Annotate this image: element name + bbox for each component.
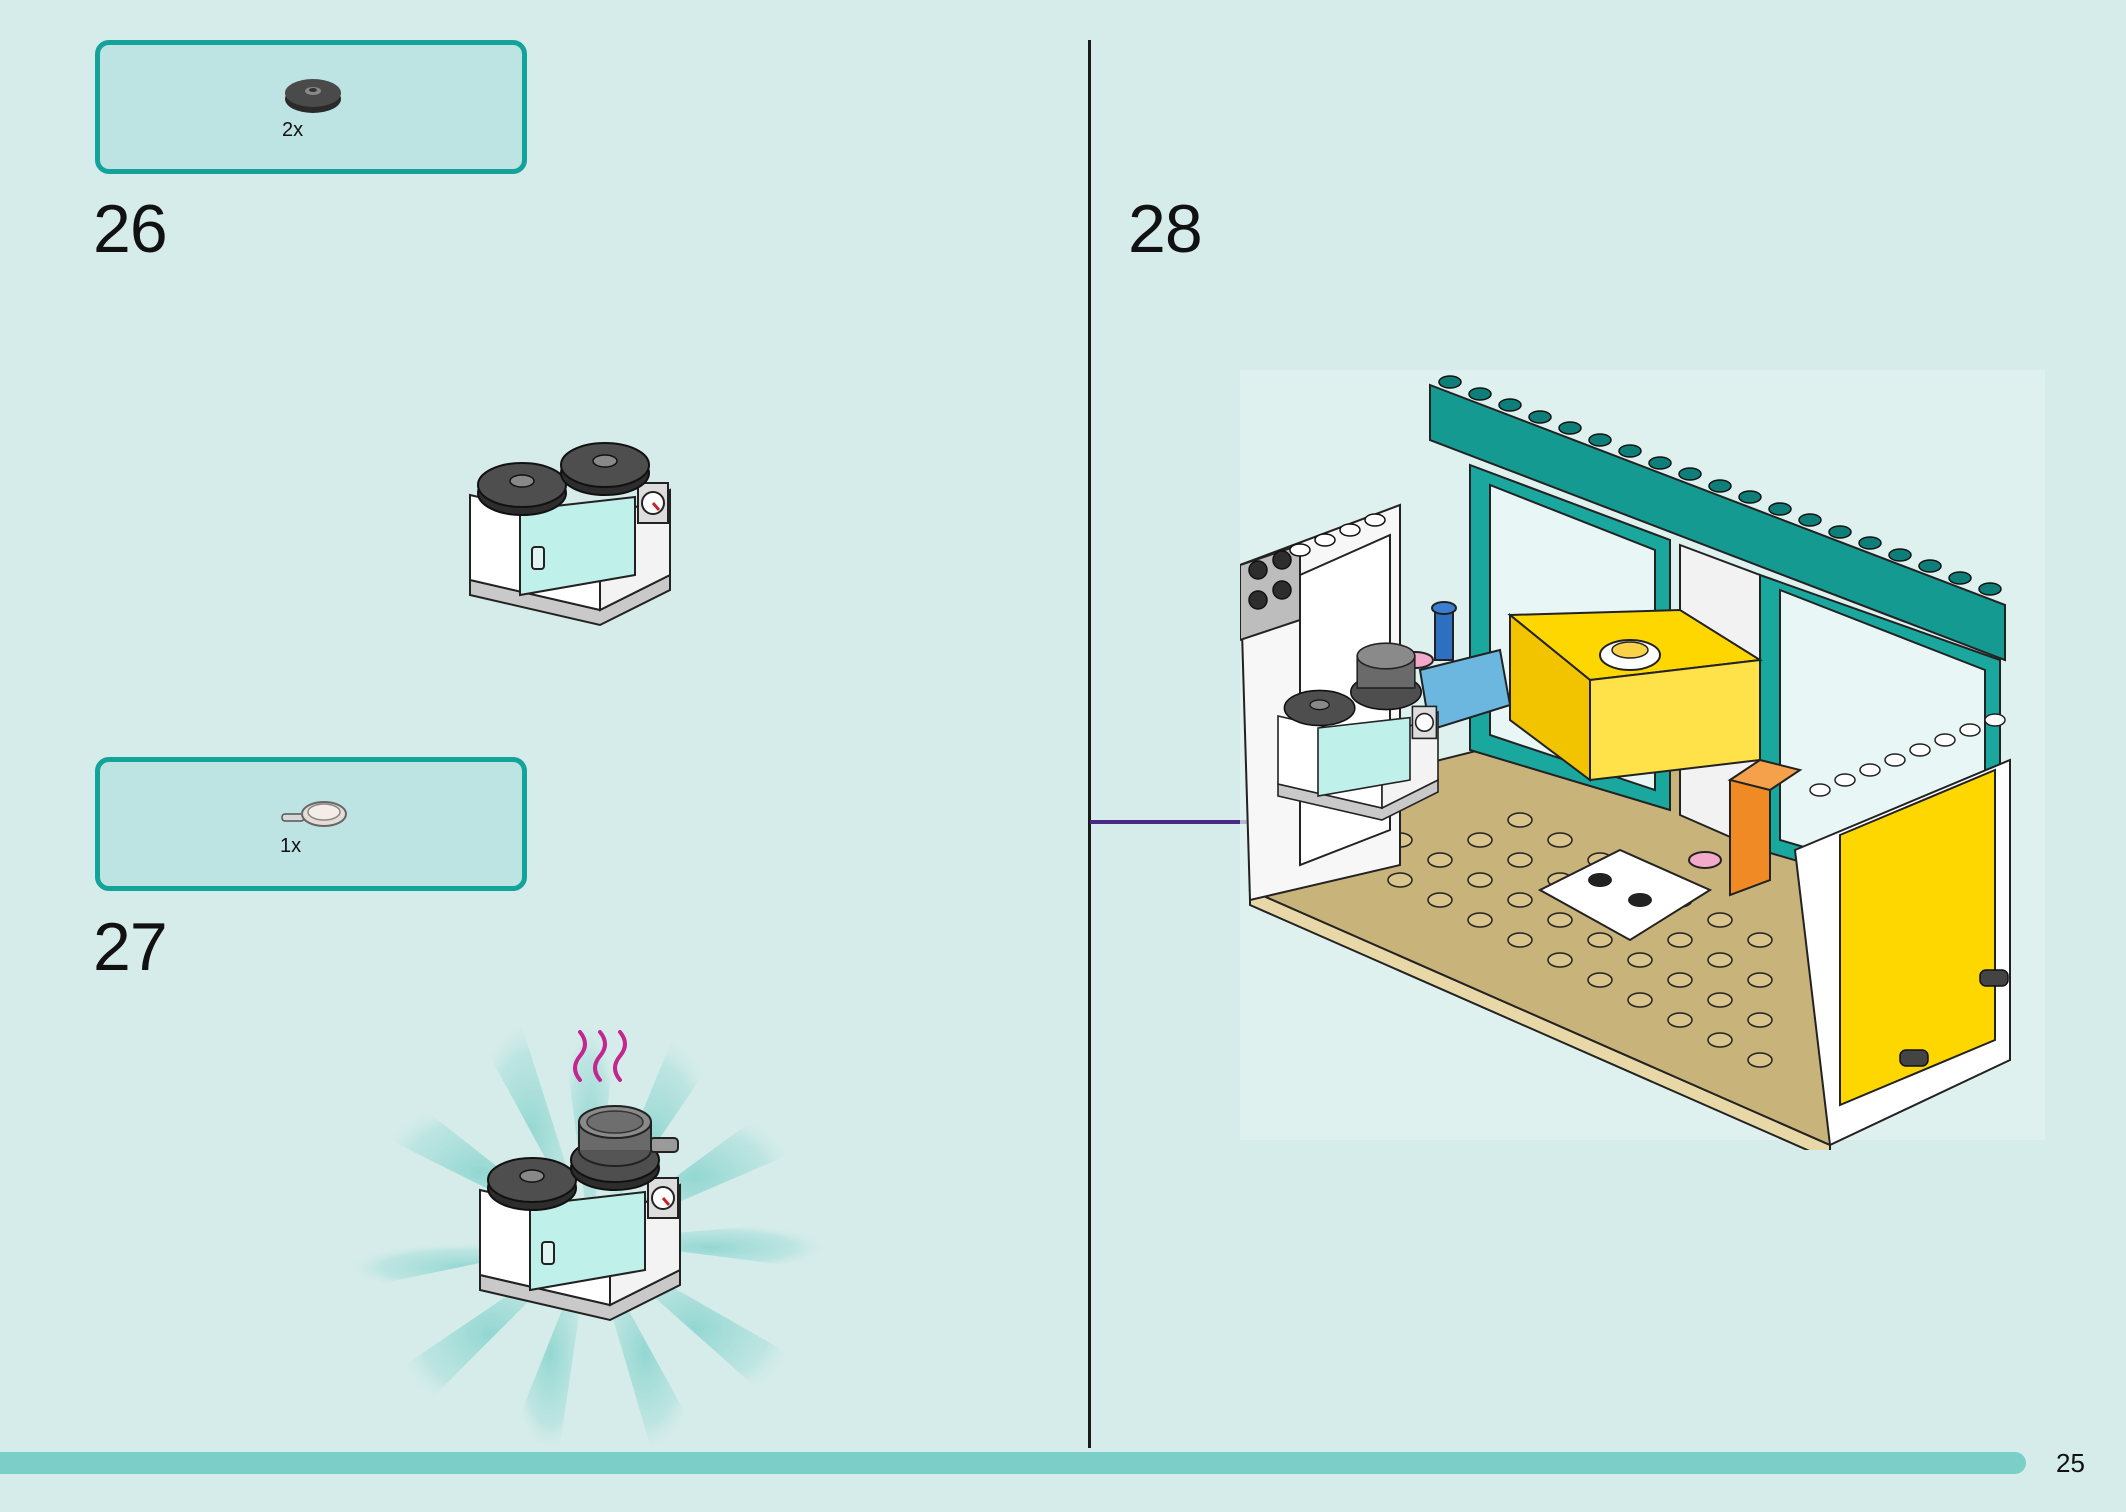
part-quantity: 2x [282, 119, 304, 141]
page-divider [1088, 40, 1091, 1448]
step-number-28: 28 [1128, 191, 1203, 267]
transparent-pan-icon [281, 801, 347, 827]
parts-callout-step-26: 2x [95, 40, 527, 174]
steam-icon [573, 1030, 627, 1082]
floor-studs [1347, 812, 1773, 1068]
step-number-26: 26 [93, 191, 168, 267]
shop-room-illustration-step-28 [1240, 370, 2045, 1150]
dark-round-tile-icon [285, 79, 341, 113]
step-number-27: 27 [93, 909, 168, 985]
page-number: 25 [2056, 1448, 2085, 1478]
stove-illustration-step-26 [469, 442, 671, 627]
parts-callout-step-27: 1x [95, 757, 527, 891]
part-quantity: 1x [280, 835, 302, 857]
stove-with-pan-illustration-step-27 [345, 1005, 830, 1445]
footer-accent-bar [0, 1452, 2026, 1474]
